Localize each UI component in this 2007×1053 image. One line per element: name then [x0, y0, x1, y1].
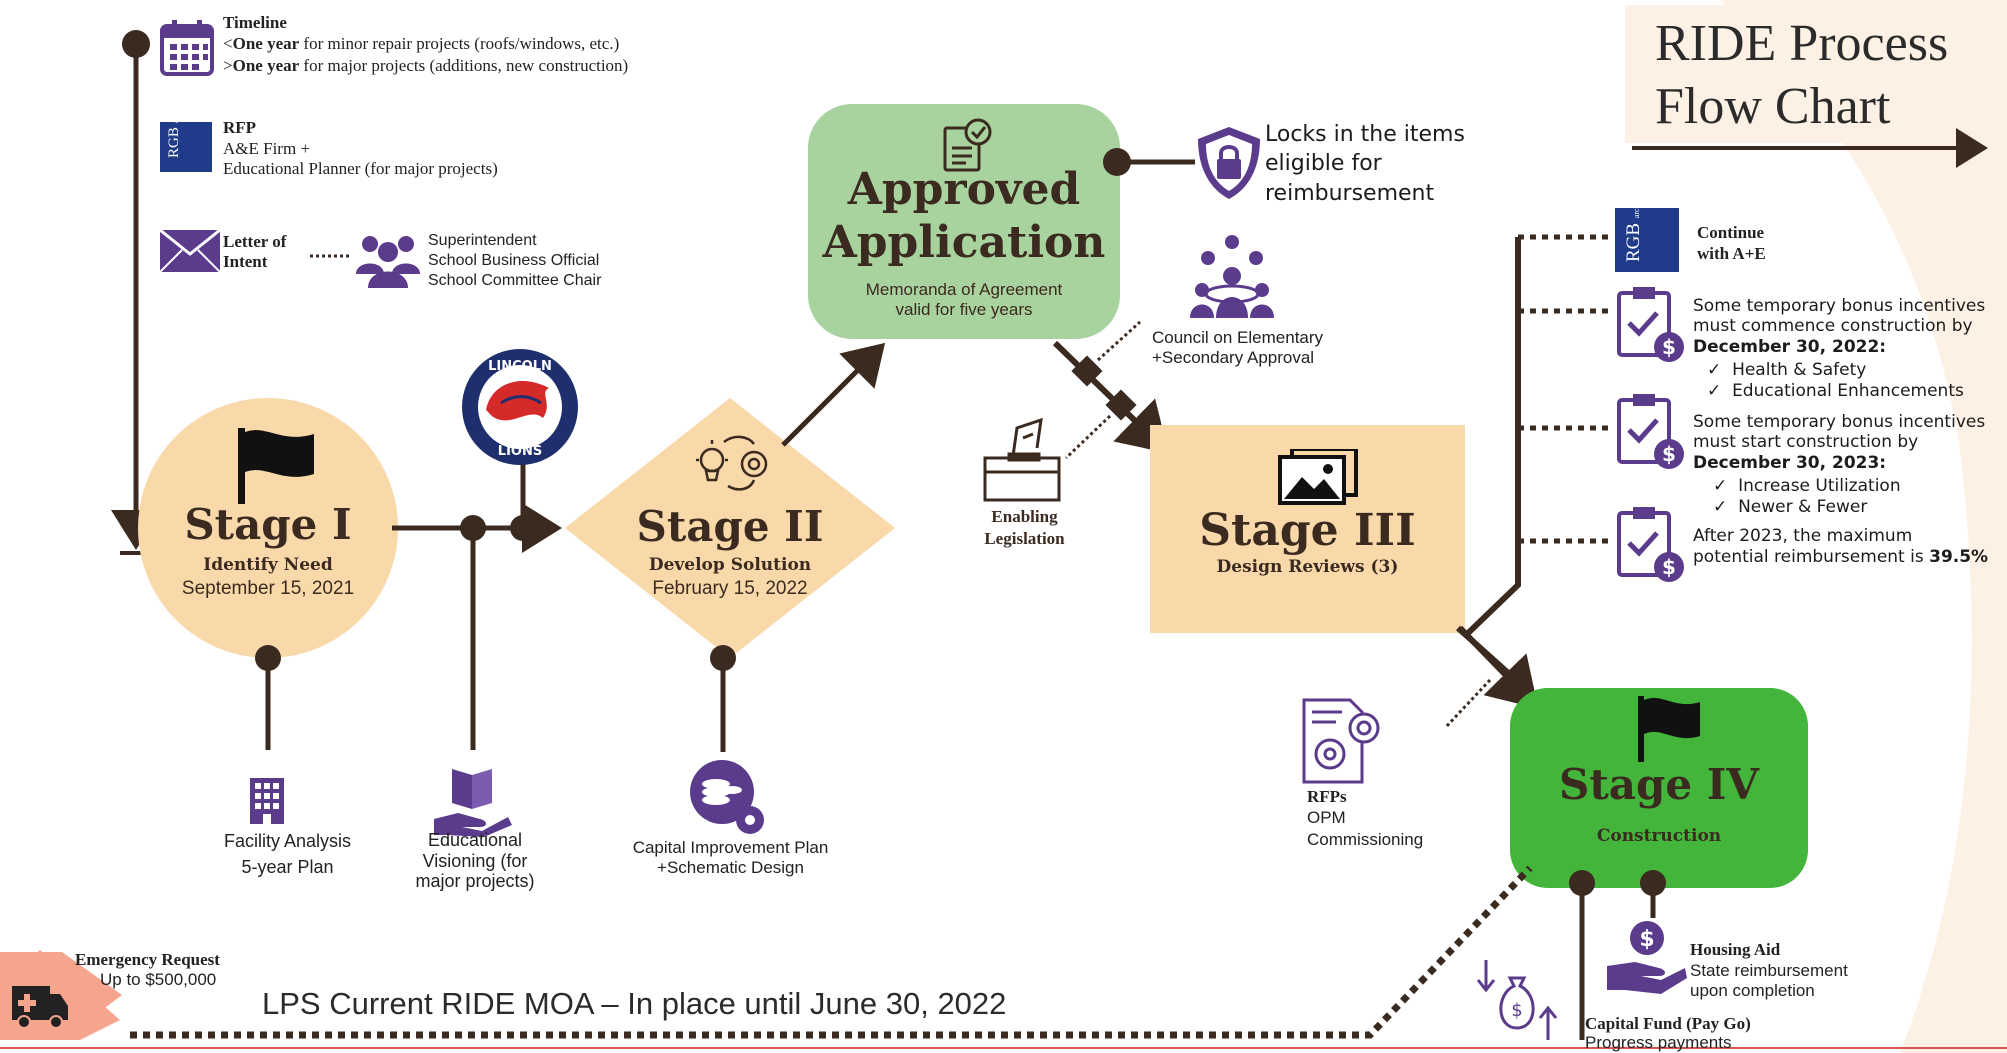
svg-text:LINCOLN: LINCOLN: [488, 359, 552, 374]
stage2-date: February 15, 2022: [652, 578, 808, 599]
housing-text: Housing Aid State reimbursement upon com…: [1690, 940, 1848, 1001]
approved-box: [808, 104, 1120, 339]
background-swoosh: [1720, 0, 2007, 1053]
rfp-document-gear-icon: [1302, 698, 1386, 789]
money-bag-arrows-icon: $: [1472, 958, 1562, 1047]
stage4-box: [1510, 688, 1808, 888]
stage1-subtitle: Identify Need: [203, 555, 333, 575]
council-text: Council on Elementary +Secondary Approva…: [1152, 328, 1324, 368]
envelope-icon: [159, 228, 221, 277]
rgb-logo: RGB architects: [160, 97, 212, 172]
bonus-1-item: ✓ Educational Enhancements: [1707, 380, 1964, 401]
stage1-circle: [138, 398, 398, 658]
clipboard-dollar-icon-3: $: [1615, 505, 1687, 590]
calendar-icon: [160, 20, 214, 76]
stage3-title: Stage III: [1199, 505, 1416, 556]
moa-line: [130, 865, 1533, 1039]
stage4-title: Stage IV: [1559, 760, 1759, 809]
timeline-label: Timeline: [223, 13, 287, 32]
flag-icon-stage4: [1636, 696, 1702, 767]
ballot-box-icon: [983, 417, 1061, 507]
flag-icon: [236, 428, 316, 509]
bonus-1-text: Some temporary bonus incentives must com…: [1693, 296, 1986, 401]
title-line-1: RIDE Process: [1655, 15, 1949, 72]
bonus-3-text: After 2023, the maximum potential reimbu…: [1693, 526, 1989, 567]
page-title: RIDE Process Flow Chart: [1655, 12, 1948, 139]
continue-text: Continue with A+E: [1697, 223, 1766, 264]
svg-text:$: $: [1662, 335, 1676, 359]
bonus-2-item: ✓ Increase Utilization: [1713, 476, 1901, 497]
stage1-date: September 15, 2021: [181, 578, 355, 599]
people-group-icon: [356, 232, 420, 293]
svg-text:$: $: [1639, 927, 1654, 952]
bonus-2-text: Some temporary bonus incentives must sta…: [1693, 412, 1986, 517]
title-box: [1625, 5, 1987, 143]
cip-text: Capital Improvement Plan +Schematic Desi…: [632, 838, 829, 877]
svg-text:$: $: [1511, 1000, 1522, 1021]
stage2-title: Stage II: [636, 502, 824, 551]
timeline-text: Timeline <One year for minor repair proj…: [223, 12, 628, 76]
moa-text: LPS Current RIDE MOA – In place until Ju…: [262, 986, 1007, 1021]
lightbulb-gears-icon: [692, 434, 776, 499]
rfp-label: RFP: [223, 118, 257, 137]
letter-text: Letter of Intent: [223, 232, 287, 272]
building-icon: [250, 778, 284, 829]
timeline-row-2: >One year for major projects (additions,…: [223, 55, 629, 75]
rfps-text: RFPs OPM Commissioning: [1307, 787, 1424, 849]
clipboard-dollar-icon-1: $: [1615, 285, 1687, 370]
rfp-line-2: Educational Planner (for major projects): [223, 159, 498, 179]
locks-text: Locks in the items eligible for reimburs…: [1265, 122, 1465, 206]
shield-lock-icon: [1196, 125, 1262, 206]
timeline-row-1: <One year for minor repair projects (roo…: [223, 34, 620, 54]
capital-text: Capital Fund (Pay Go) Progress payments: [1585, 1014, 1751, 1052]
stage3-subtitle: Design Reviews (3): [1216, 557, 1399, 577]
stage2-diamond: [565, 398, 895, 658]
bonus-2-item: ✓ Newer & Fewer: [1713, 496, 1868, 517]
rgb-logo-small: RGB architects: [1615, 188, 1679, 272]
facility-text: Facility Analysis 5-year Plan: [223, 831, 352, 878]
stage4-subtitle: Construction: [1596, 826, 1722, 846]
recipients-text: Superintendent School Business Official …: [428, 232, 602, 289]
enabling-text: Enabling Legislation: [984, 507, 1065, 548]
hand-dollar-icon: $: [1605, 918, 1689, 1001]
svg-text:$: $: [1662, 442, 1676, 466]
emergency-text: Emergency Request Up to $500,000: [75, 950, 220, 989]
svg-text:LIONS: LIONS: [498, 444, 542, 459]
approved-memo: Memoranda of Agreement valid for five ye…: [865, 280, 1063, 319]
document-check-icon: [942, 118, 992, 177]
svg-text:$: $: [1662, 555, 1676, 579]
lincoln-lions-logo: LINCOLN LIONS: [461, 348, 579, 466]
stage2-subtitle: Develop Solution: [648, 555, 812, 575]
book-hand-icon: [432, 765, 516, 842]
approved-title: Approved Application: [822, 164, 1106, 268]
stage1-title: Stage I: [184, 500, 352, 549]
clipboard-dollar-icon-2: $: [1615, 392, 1687, 477]
title-line-2: Flow Chart: [1655, 78, 1891, 136]
rfp-text: RFP A&E Firm + Educational Planner (for …: [223, 118, 498, 180]
images-icon: [1278, 447, 1358, 510]
ambulance-icon: [10, 980, 68, 1035]
council-group-icon: [1190, 234, 1274, 323]
rfp-line-1: A&E Firm +: [223, 138, 311, 158]
coins-gear-icon: [686, 758, 770, 843]
visioning-text: Educational Visioning (for major project…: [415, 830, 535, 892]
bonus-1-item: ✓ Health & Safety: [1707, 360, 1867, 381]
